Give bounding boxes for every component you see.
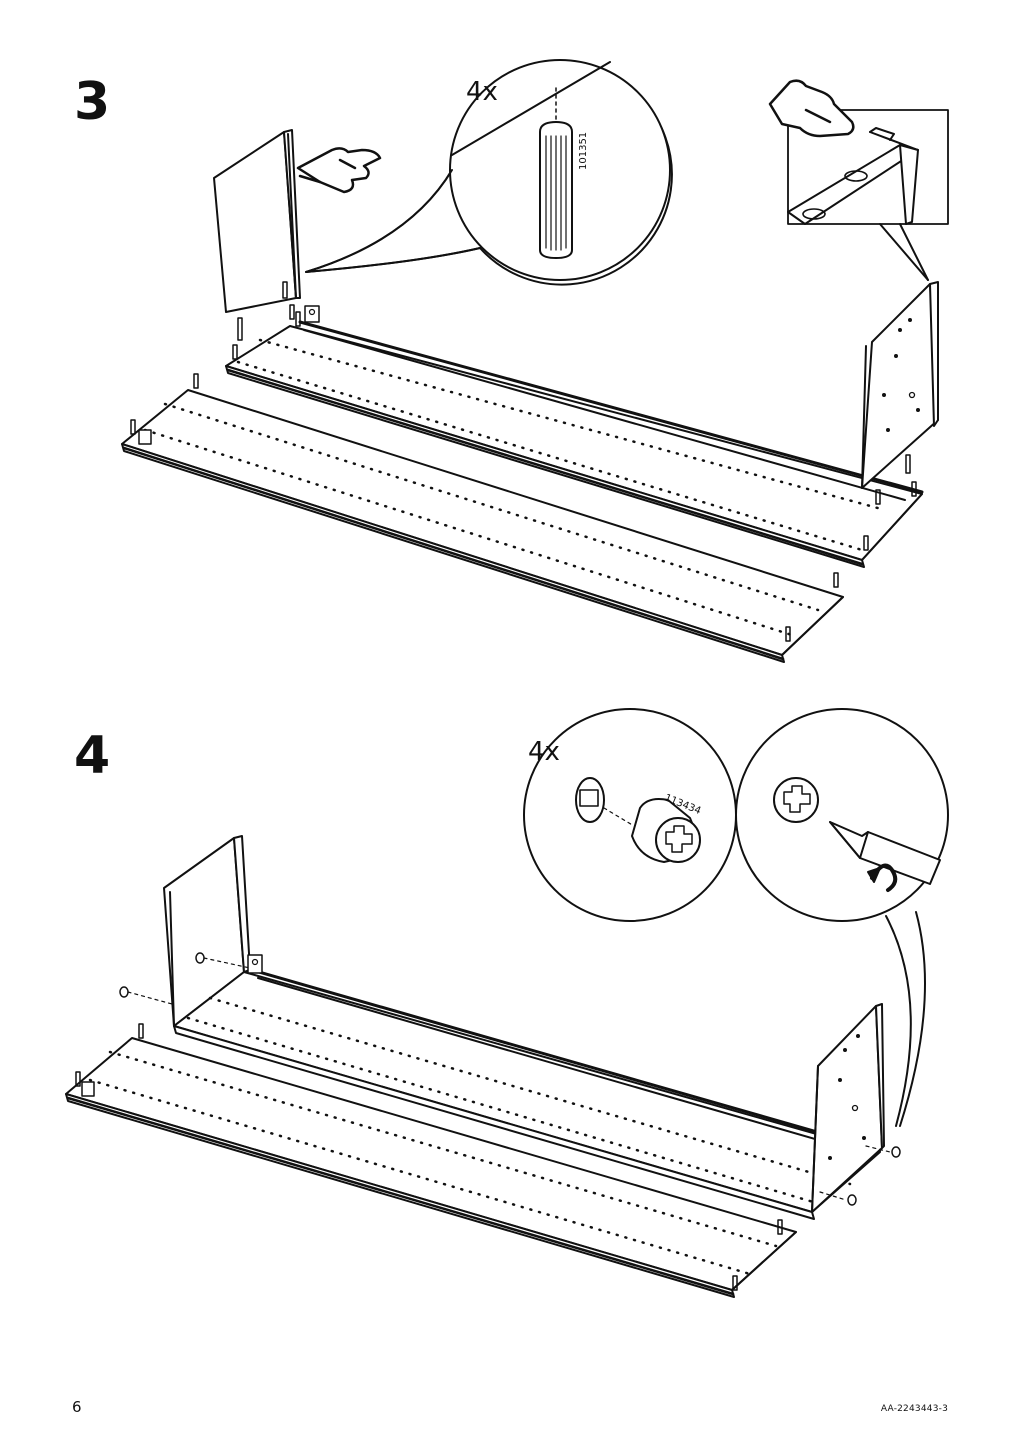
bottom-panel-front	[121, 373, 844, 663]
wooden-dowel-icon	[539, 121, 573, 259]
dowel-detail-callout	[305, 59, 673, 286]
step-3-illustration	[121, 59, 949, 663]
left-side-panel	[213, 129, 301, 341]
screwdriver-icon	[829, 821, 941, 885]
cam-lock-detail-callout	[523, 708, 737, 922]
right-side-panel	[861, 281, 939, 489]
assembled-carcass	[119, 835, 901, 1220]
pointing-hand-icon	[768, 79, 855, 138]
front-long-panel	[65, 1023, 797, 1298]
panel-detail-box	[768, 79, 949, 281]
step-4-quantity-label: 4x	[528, 737, 560, 767]
step-3-number: 3	[74, 72, 111, 132]
cam-lock-icon	[575, 777, 701, 863]
rotation-arrow-icon	[867, 863, 898, 892]
step-3-part-number: 101351	[578, 132, 589, 170]
step-4-number: 4	[74, 726, 111, 786]
screwdriver-detail-callout	[735, 708, 949, 1127]
pointing-hand-icon	[296, 147, 382, 194]
cam-lock-icon	[773, 777, 819, 823]
step-3-quantity-label: 4x	[466, 77, 498, 107]
document-code: AA-2243443-3	[880, 1404, 948, 1414]
page-number: 6	[72, 1398, 82, 1416]
top-panel-back	[225, 304, 924, 568]
step-4-illustration	[65, 708, 949, 1298]
